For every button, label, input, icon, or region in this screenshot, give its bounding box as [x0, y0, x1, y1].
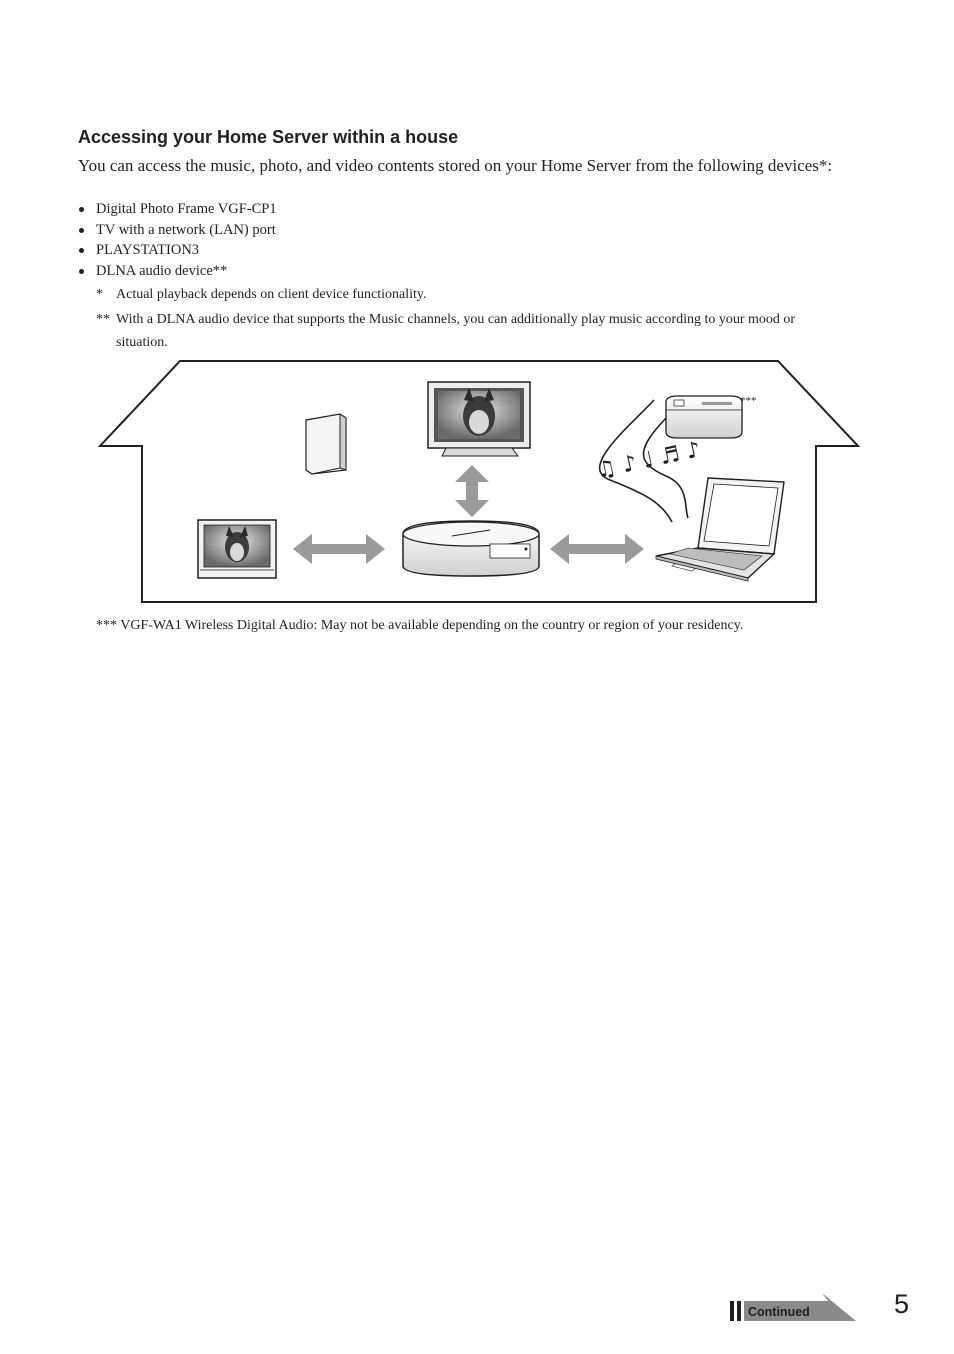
page-number: 5: [894, 1289, 910, 1319]
audio-device-marker: ***: [740, 395, 757, 407]
bullet-icon: [79, 248, 84, 253]
right-double-arrow-icon: [550, 534, 644, 564]
home-network-figure: *** ♫ ♪ ♩ ♬ ♪: [98, 360, 860, 603]
continued-marker: [730, 1293, 856, 1321]
device-list: Digital Photo Frame VGF-CP1 TV with a ne…: [78, 199, 277, 281]
laptop-icon: [655, 477, 785, 582]
footnote-triple-asterisk: *** VGF-WA1 Wireless Digital Audio: May …: [96, 618, 744, 633]
wireless-signal-icon: [598, 399, 689, 523]
playstation3-icon: [305, 413, 347, 475]
continued-label: Continued: [748, 1305, 810, 1319]
list-item: TV with a network (LAN) port: [78, 220, 277, 241]
vertical-double-arrow-icon: [455, 465, 489, 517]
bullet-icon: [79, 207, 84, 212]
wireless-audio-device-icon: ***: [665, 395, 757, 439]
list-item: Digital Photo Frame VGF-CP1: [78, 199, 277, 220]
list-item: DLNA audio device**: [78, 261, 277, 282]
intro-paragraph: You can access the music, photo, and vid…: [78, 156, 833, 175]
bullet-icon: [79, 227, 84, 233]
left-double-arrow-icon: [293, 534, 385, 564]
photo-frame-icon: [197, 519, 277, 579]
home-server-icon: [402, 520, 540, 577]
bullet-icon: [79, 268, 84, 274]
list-item: PLAYSTATION3: [78, 240, 277, 261]
tv-icon: [427, 381, 531, 457]
section-heading: Accessing your Home Server within a hous…: [78, 127, 459, 147]
